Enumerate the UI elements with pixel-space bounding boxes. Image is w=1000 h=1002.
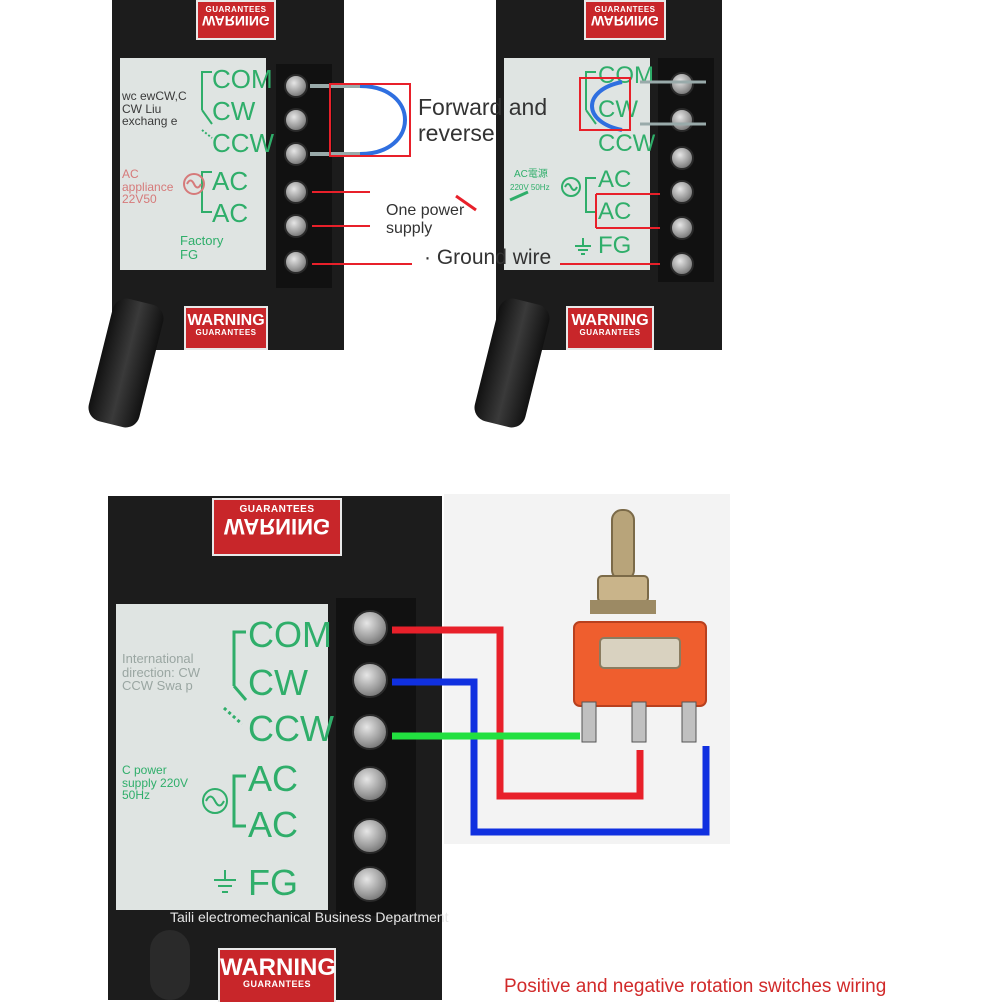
screw-icon — [670, 252, 694, 276]
screw-icon — [284, 142, 308, 166]
term-label-ccw: CCW — [598, 130, 656, 157]
term-label-cw: CW — [212, 96, 256, 126]
screw-icon — [352, 714, 388, 750]
cable-grommet — [150, 930, 190, 1000]
warning-label-bottom-1: WARNING GUARANTEES — [184, 306, 268, 350]
screw-icon — [670, 108, 694, 132]
screw-icon — [352, 766, 388, 802]
ac-sine-icon — [183, 173, 205, 195]
screw-icon — [670, 216, 694, 240]
terminal-strip-3 — [336, 598, 416, 916]
warning-label-top-2: GUARANTEES WARNING — [584, 0, 666, 40]
ground-wire-label: · Ground wire — [424, 246, 552, 269]
warning-label-bottom-3: WARNING GUARANTEES — [218, 948, 336, 1002]
switch-wiring-overlay — [392, 626, 710, 836]
ac-sine-icon — [561, 177, 581, 197]
term-label-ccw: CCW — [212, 128, 275, 158]
screw-icon — [352, 662, 388, 698]
screw-icon — [670, 146, 694, 170]
factory-fg-note: Factory FG — [180, 233, 224, 262]
screw-icon — [284, 180, 308, 204]
ground-icon — [575, 238, 591, 255]
term-label-cw: CW — [248, 662, 308, 703]
ac-sine-icon — [202, 788, 228, 814]
terminal-strip-2 — [658, 58, 714, 282]
screw-icon — [352, 866, 388, 902]
toggle-switch-icon[interactable] — [560, 504, 720, 754]
ac-rating-bottom: 220V 50Hz — [510, 183, 550, 192]
term-label-fg: FG — [248, 862, 298, 903]
direction-note: International direction: CW CCW Swa p — [122, 651, 201, 694]
top-wiring-overlay — [310, 77, 706, 265]
screw-icon — [284, 250, 308, 274]
screw-icon — [352, 818, 388, 854]
bracket-lines-1 — [201, 71, 213, 213]
label-plate-3 — [116, 604, 328, 910]
warning-label-top-3: GUARANTEES WARNING — [212, 498, 342, 556]
screw-icon — [670, 72, 694, 96]
term-label-ac: AC — [212, 166, 249, 196]
term-label-ccw: CCW — [248, 708, 334, 749]
bracket-lines-3 — [223, 630, 248, 828]
term-label-ac: AC — [598, 166, 632, 193]
warning-label-top-1: GUARANTEES WARNING — [196, 0, 276, 40]
warning-label-bottom-2: WARNING GUARANTEES — [566, 306, 654, 350]
term-label-ac: AC — [598, 198, 632, 225]
term-label-ac: AC — [248, 758, 299, 799]
screw-icon — [284, 214, 308, 238]
terminal-strip-1 — [276, 64, 332, 288]
one-power-supply-label: One power supply — [386, 202, 465, 237]
ground-icon — [214, 870, 236, 893]
swap-note: wc ewCW,C CW Liu exchang e — [122, 89, 187, 129]
term-label-ac: AC — [212, 198, 249, 228]
term-label-ac: AC — [248, 804, 299, 845]
screw-icon — [284, 74, 308, 98]
term-label-com: COM — [598, 62, 654, 89]
term-label-cw: CW — [598, 96, 638, 123]
ac-appliance-note: AC appliance 22V50 — [122, 167, 174, 207]
screw-icon — [670, 180, 694, 204]
bracket-lines-2 — [585, 71, 597, 213]
term-label-com: COM — [248, 614, 332, 655]
forward-reverse-label: Forward and reverse — [418, 94, 548, 147]
watermark-text: Taili electromechanical Business Departm… — [170, 909, 449, 925]
screw-icon — [352, 610, 388, 646]
screw-icon — [284, 108, 308, 132]
ac-power-note: C power supply 220V 50Hz — [122, 763, 189, 803]
ac-rating-top: AC電源 — [514, 169, 548, 180]
term-label-fg: FG — [598, 232, 632, 259]
label-plate-2 — [504, 58, 650, 270]
term-label-com: COM — [212, 64, 273, 94]
label-plate-1 — [120, 58, 266, 270]
wiring-caption: Positive and negative rotation switches … — [504, 976, 887, 997]
